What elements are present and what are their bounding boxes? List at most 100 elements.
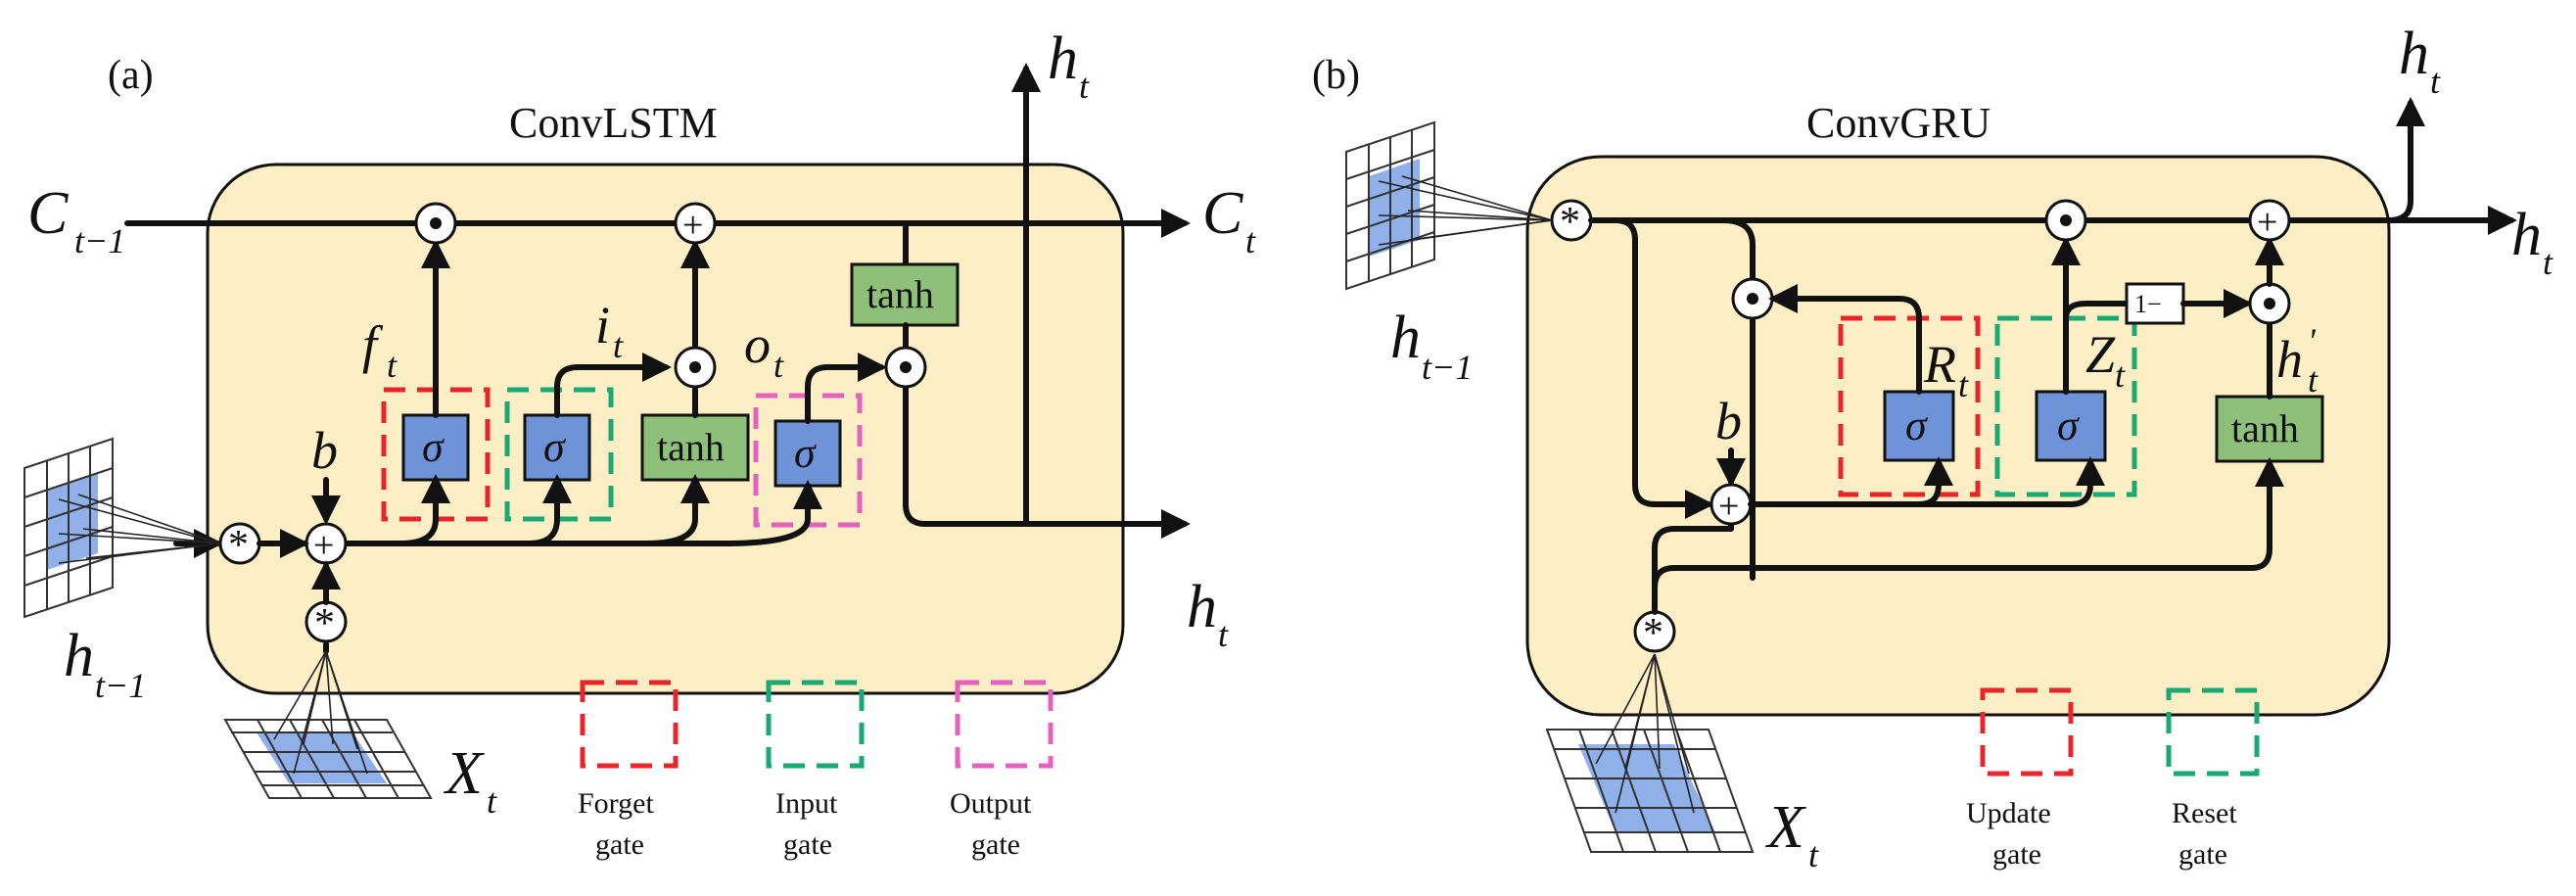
svg-text:t−1: t−1 xyxy=(1422,348,1473,387)
gru-add-to-z-line xyxy=(1906,456,2105,507)
bias-b-label: b xyxy=(311,421,338,480)
svg-text:b: b xyxy=(1715,392,1742,450)
gru-xconv-up-line xyxy=(1652,523,1734,615)
x-label: X t xyxy=(443,740,497,821)
bus-to-input-line xyxy=(526,474,572,546)
hprev-label: h t−1 xyxy=(64,623,146,705)
gru-x-grid xyxy=(1545,653,1755,853)
svg-text:h: h xyxy=(1048,25,1078,92)
gru-r-mul-dot xyxy=(1747,293,1758,305)
legend-input-swatch xyxy=(766,680,865,769)
gru-hprev-grid xyxy=(1345,120,1553,291)
input-add-symbol: + xyxy=(313,525,334,566)
svg-text:h: h xyxy=(2399,21,2429,87)
svg-text:t: t xyxy=(1808,835,1819,874)
svg-text:h: h xyxy=(64,623,94,689)
cell-add-op xyxy=(674,202,717,245)
svg-text:t: t xyxy=(2308,360,2318,400)
svg-text:X: X xyxy=(443,740,485,807)
output-to-mul-line xyxy=(805,353,887,424)
forget-sigma-box xyxy=(401,413,470,482)
svg-text:t−1: t−1 xyxy=(95,666,146,705)
ht-right-line xyxy=(903,364,1191,539)
gru-r-sigma-label: σ xyxy=(1905,401,1929,449)
gru-cand-mul-dot xyxy=(2264,298,2275,309)
output-sigma-label: σ xyxy=(794,429,818,477)
gru-x-label: X t xyxy=(1764,794,1819,874)
c-prev-label: C t−1 xyxy=(27,180,125,260)
legend-reset-line2: gate xyxy=(2178,838,2227,871)
input-mul-dot xyxy=(689,361,701,373)
legend-forget-line1: Forget xyxy=(578,787,654,820)
legend-forget-swatch xyxy=(580,680,679,769)
legend-update-line2: gate xyxy=(1992,838,2041,871)
gru-legend: Update gate Reset gate xyxy=(1966,687,2260,871)
input-sigma-box xyxy=(523,413,591,482)
legend-update-line1: Update xyxy=(1966,797,2051,829)
svg-text:C: C xyxy=(1202,180,1243,247)
c-out-label: C t xyxy=(1202,180,1256,260)
svg-text:R: R xyxy=(1923,335,1956,394)
hprev-conv-symbol: * xyxy=(228,523,249,568)
gru-hprev-conv-symbol: * xyxy=(1560,200,1580,245)
lstm-legend: Forget gate Input gate Output gate xyxy=(578,680,1054,861)
gru-x-to-tanh-line xyxy=(1652,457,2284,590)
svg-text:t: t xyxy=(387,346,398,385)
svg-text:X: X xyxy=(1764,794,1806,861)
gru-x-conv-symbol: * xyxy=(1643,611,1663,656)
legend-forget-line2: gate xyxy=(595,828,644,861)
gru-ht-up-label: h t xyxy=(2399,21,2441,101)
svg-text:b: b xyxy=(311,421,338,480)
svg-text:': ' xyxy=(2308,321,2317,360)
gru-tanh-label: tanh xyxy=(2231,406,2299,450)
forget-sigma-label: σ xyxy=(422,423,445,471)
svg-text:h: h xyxy=(2511,202,2542,268)
svg-text:t: t xyxy=(1079,67,1090,106)
x-conv-symbol: * xyxy=(314,601,335,646)
gru-z-sigma-label: σ xyxy=(2057,401,2081,449)
gru-top-add-op xyxy=(2248,199,2291,242)
gru-z-mul-dot xyxy=(2060,214,2072,226)
legend-input-line2: gate xyxy=(783,828,832,861)
legend-output-line1: Output xyxy=(950,787,1032,820)
output-mul-dot xyxy=(900,361,912,373)
gru-ht-right-label: h t xyxy=(2511,202,2553,282)
legend-reset-line1: Reset xyxy=(2172,797,2237,829)
gru-r-label: R t xyxy=(1923,335,1969,404)
gru-z-sigma-box xyxy=(2035,390,2107,462)
gru-top-add-symbol: + xyxy=(2257,202,2277,243)
svg-text:t: t xyxy=(2430,62,2441,101)
legend-update-swatch xyxy=(1980,687,2074,777)
svg-text:t: t xyxy=(2543,243,2553,282)
legend-output-swatch xyxy=(955,680,1054,769)
svg-text:Z: Z xyxy=(2085,325,2116,384)
legend-input-line1: Input xyxy=(775,787,838,820)
svg-text:t: t xyxy=(773,346,784,385)
svg-text:t−1: t−1 xyxy=(74,221,125,260)
input-to-mul-line xyxy=(554,353,672,418)
legend-output-line2: gate xyxy=(971,828,1020,861)
bus-to-forget-line xyxy=(398,474,450,546)
gru-update-dash xyxy=(1838,315,1981,497)
panel-a-title: ConvLSTM xyxy=(509,99,718,147)
cell-add-symbol: + xyxy=(682,205,703,246)
input-sigma-label: σ xyxy=(543,423,567,471)
svg-text:h: h xyxy=(1390,305,1421,371)
gru-tanh-box xyxy=(2215,395,2324,463)
forget-mul-dot xyxy=(430,217,442,229)
svg-text:t: t xyxy=(1958,365,1969,404)
svg-text:t: t xyxy=(613,326,624,365)
svg-text:t: t xyxy=(487,781,497,821)
svg-text:o: o xyxy=(744,315,771,374)
output-tanh-label: tanh xyxy=(866,272,934,316)
svg-text:C: C xyxy=(27,180,69,247)
svg-text:h: h xyxy=(1187,574,1217,640)
panel-a-convlstm: (a) ConvLSTM C t−1 C t h t h t tanh xyxy=(23,25,1256,861)
svg-text:t: t xyxy=(1245,221,1256,260)
ht-up-label: h t xyxy=(1048,25,1090,106)
panel-b-label: (b) xyxy=(1312,53,1360,98)
gru-z-label: Z t xyxy=(2085,325,2126,395)
gru-hprev-label: h t−1 xyxy=(1390,305,1473,387)
hprev-feature-grid xyxy=(23,437,221,619)
